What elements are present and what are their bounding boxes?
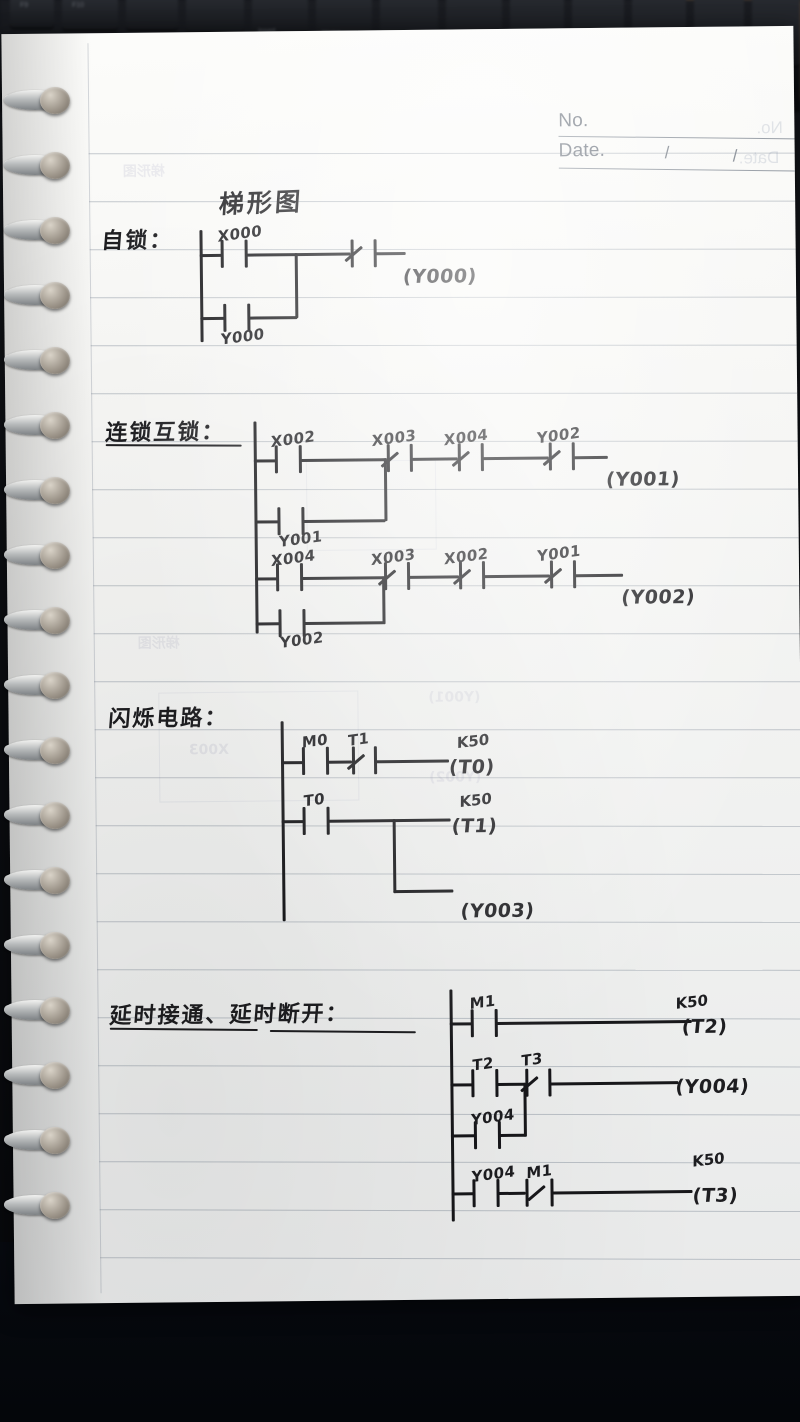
preset-s4-r1: K50: [675, 991, 709, 1013]
coil-s2-r3: (Y002): [620, 585, 697, 609]
contact-label-s2-r1-c1: X002: [270, 427, 316, 452]
contact-label-s2-r3-c1: X004: [271, 546, 316, 571]
coil-s4-r2: (Y004): [674, 1075, 751, 1099]
header-date-slash-1: /: [664, 143, 670, 163]
notebook-page: 梯形图 梯形图 (Y001) (Y002) X003 No. Date. / /…: [1, 25, 800, 1305]
contact-label-s3-r1-c2: T1: [347, 728, 370, 751]
header-date-ghost: Date.: [738, 148, 780, 168]
contact-label-s2-r4-c1: Y002: [279, 628, 324, 653]
header-no-label: No.: [558, 110, 589, 132]
coil-s1-r1: (Y000): [401, 265, 478, 289]
contact-label-s4-r2-c1: T2: [472, 1053, 494, 1075]
preset-s3-r1: K50: [456, 730, 490, 753]
preset-s4-r4: K50: [692, 1148, 725, 1171]
header-date-label: Date.: [558, 139, 606, 162]
section-heading-delay: 延时接通、延时断开：: [108, 1001, 351, 1030]
coil-s3-r2: (T1): [450, 815, 499, 838]
contact-label-s3-r2-c1: T0: [303, 789, 326, 811]
contact-label-s4-r2-c2: T3: [521, 1049, 543, 1071]
coil-s4-r4: (T3): [691, 1184, 740, 1208]
contact-label-s1-r1-c1: X000: [217, 221, 263, 246]
page-title: 梯形图: [217, 186, 305, 220]
contact-label-s4-r3-c1: Y004: [470, 1105, 515, 1130]
section-heading-flash: 闪烁电路：: [107, 705, 230, 733]
contact-label-s3-r1-c1: M0: [301, 730, 329, 752]
header-date-slash-2: /: [732, 146, 738, 166]
contact-label-s4-r4-c1: Y004: [471, 1162, 516, 1187]
header-no-ghost: No.: [756, 118, 783, 138]
coil-s3-r3: (Y003): [459, 899, 536, 923]
contact-label-s4-r1-c1: M1: [469, 991, 496, 1014]
section-heading-interlock: 连锁互锁：: [104, 419, 227, 447]
contact-label-s4-r4-c2: M1: [526, 1160, 553, 1183]
coil-s3-r1: (T0): [448, 756, 496, 779]
spiral-binding: [0, 34, 96, 1290]
preset-s3-r2: K50: [459, 789, 492, 812]
section-heading-self-lock: 自锁：: [100, 228, 175, 255]
coil-s2-r1: (Y001): [605, 468, 681, 491]
coil-s4-r1: (T2): [680, 1015, 729, 1039]
